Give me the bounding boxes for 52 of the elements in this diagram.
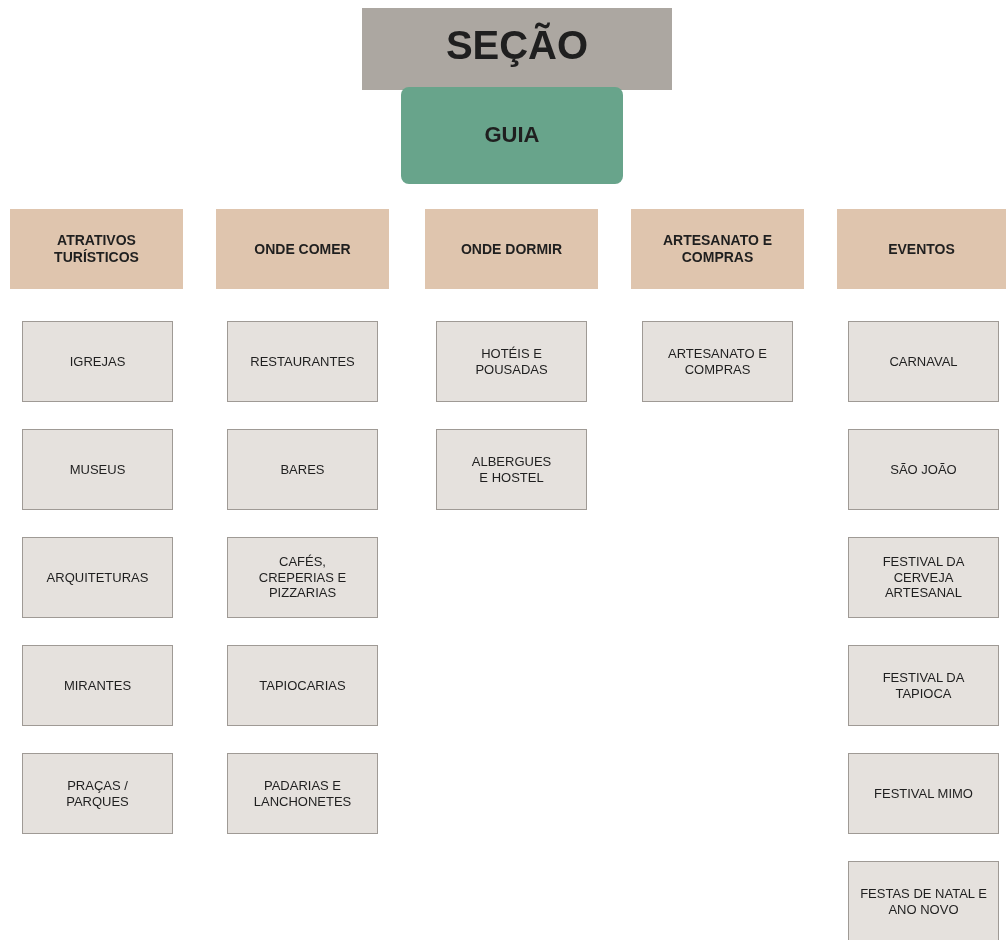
category-header-box (10, 209, 183, 289)
subcategory-box (227, 753, 378, 834)
subcategory-box (848, 429, 999, 510)
subcategory-box (227, 321, 378, 402)
node-label: ARQUITETURAS (46, 569, 149, 586)
subcategory-box (227, 537, 378, 618)
node-label: SÃO JOÃO (890, 461, 957, 478)
category-header-box (631, 209, 804, 289)
guide-box (401, 87, 623, 184)
node-label: TAPIOCARIAS (259, 677, 346, 694)
node-label: PRAÇAS / PARQUES (65, 777, 130, 810)
section-title-box (362, 8, 672, 90)
subcategory-box (848, 861, 999, 940)
category-header-box (216, 209, 389, 289)
node-label: ONDE DORMIR (460, 240, 563, 258)
subcategory-box (848, 321, 999, 402)
node-label: ATRATIVOS TURÍSTICOS (53, 232, 140, 266)
node-label: ARTESANATO E COMPRAS (661, 232, 774, 266)
subcategory-box (227, 645, 378, 726)
subcategory-box (848, 753, 999, 834)
node-label: HOTÉIS E POUSADAS (474, 345, 549, 378)
node-label: ALBERGUES E HOSTEL (470, 453, 553, 486)
node-label: MIRANTES (63, 677, 132, 694)
node-label: CARNAVAL (889, 353, 958, 370)
subcategory-box (22, 753, 173, 834)
node-label: CAFÉS, CREPERIAS E PIZZARIAS (257, 554, 348, 601)
subcategory-box (22, 645, 173, 726)
node-label: MUSEUS (69, 461, 126, 478)
node-label: SEÇÃO (445, 21, 589, 69)
category-header-box (837, 209, 1006, 289)
subcategory-box (227, 429, 378, 510)
subcategory-box (22, 537, 173, 618)
node-label: ARTESANATO E COMPRAS (667, 345, 768, 378)
subcategory-box (436, 321, 587, 402)
node-label: GUIA (484, 122, 540, 149)
subcategory-box (642, 321, 793, 402)
node-label: PADARIAS E LANCHONETES (252, 777, 353, 810)
category-header-box (425, 209, 598, 289)
node-label: FESTAS DE NATAL E ANO NOVO (859, 885, 988, 918)
subcategory-box (22, 429, 173, 510)
node-label: FESTIVAL DA TAPIOCA (881, 669, 966, 702)
subcategory-box (848, 537, 999, 618)
subcategory-box (848, 645, 999, 726)
node-label: BARES (280, 461, 325, 478)
node-label: ONDE COMER (254, 240, 351, 258)
subcategory-box (436, 429, 587, 510)
subcategory-box (22, 321, 173, 402)
node-label: FESTIVAL MIMO (874, 785, 973, 802)
node-label: EVENTOS (888, 240, 955, 258)
node-label: IGREJAS (69, 353, 126, 370)
node-label: RESTAURANTES (250, 353, 355, 370)
node-label: FESTIVAL DA CERVEJA ARTESANAL (881, 554, 966, 601)
